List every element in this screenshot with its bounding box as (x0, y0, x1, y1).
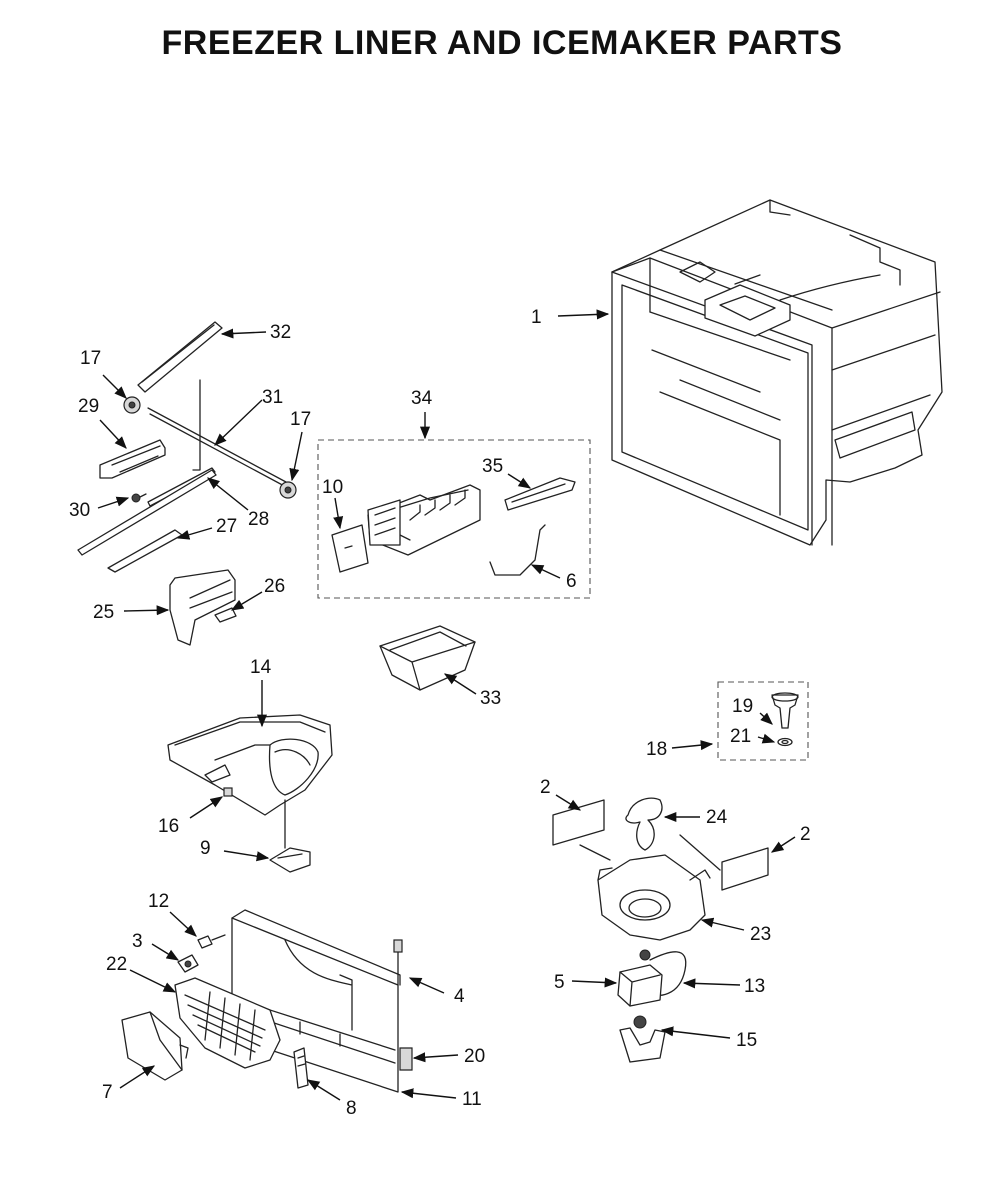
part-ice-chute-housing (167, 714, 333, 816)
leader-20 (412, 1052, 459, 1063)
callout-2b: 2 (800, 824, 811, 845)
leader-26 (230, 591, 263, 611)
leader-19 (759, 712, 773, 725)
callout-27: 27 (216, 516, 237, 537)
callout-11: 11 (462, 1089, 482, 1110)
part-freezer-liner (611, 199, 943, 546)
callout-28: 28 (248, 509, 269, 530)
leader-4 (408, 977, 445, 994)
leader-17b (289, 431, 303, 482)
callout-17b: 17 (290, 409, 311, 430)
callout-32: 32 (270, 322, 291, 343)
leader-2b (770, 836, 796, 853)
callout-21: 21 (730, 726, 751, 747)
part-ice-bin (379, 625, 476, 691)
callout-30: 30 (69, 500, 90, 521)
callout-14: 14 (250, 657, 272, 678)
leader-10 (333, 497, 344, 530)
callout-15: 15 (736, 1030, 757, 1051)
leader-21 (757, 733, 776, 744)
part-lower-cover (121, 909, 413, 1093)
callout-35: 35 (482, 456, 503, 477)
leader-16 (189, 796, 224, 819)
callout-12: 12 (148, 891, 169, 912)
leader-18 (671, 740, 714, 751)
callout-18: 18 (646, 739, 667, 760)
callout-23: 23 (750, 924, 771, 945)
callout-22: 22 (106, 954, 127, 975)
callout-4: 4 (454, 986, 465, 1007)
callout-13: 13 (744, 976, 765, 997)
leader-25 (123, 605, 170, 616)
leader-13 (682, 978, 741, 989)
leader-30 (97, 496, 130, 509)
leader-lines (97, 309, 796, 1101)
callout-9: 9 (200, 838, 211, 859)
leader-22 (129, 969, 177, 993)
leader-32 (220, 328, 267, 339)
callout-3: 3 (132, 931, 143, 952)
callout-1: 1 (531, 307, 542, 328)
callout-20: 20 (464, 1046, 485, 1067)
leader-11 (400, 1088, 457, 1099)
leader-31 (214, 399, 263, 446)
part-fan-assembly (552, 681, 809, 1063)
leader-27 (176, 527, 213, 540)
page-title: FREEZER LINER AND ICEMAKER PARTS (161, 24, 843, 62)
leader-15 (660, 1026, 731, 1039)
callout-labels: 1 2 2 3 4 5 6 7 8 9 10 11 12 13 14 15 16… (69, 307, 811, 1119)
callout-6: 6 (566, 571, 577, 592)
callout-7: 7 (102, 1082, 113, 1103)
leader-23 (700, 917, 745, 931)
leader-28 (207, 477, 249, 511)
callout-25: 25 (93, 602, 114, 623)
callout-29: 29 (78, 396, 99, 417)
callout-26: 26 (264, 576, 285, 597)
part-nine (269, 799, 311, 873)
callout-16: 16 (158, 816, 179, 837)
callout-17a: 17 (80, 348, 101, 369)
callout-31: 31 (262, 387, 283, 408)
leader-1 (557, 309, 610, 320)
leader-12 (169, 911, 197, 937)
callout-5: 5 (554, 972, 565, 993)
callout-24: 24 (706, 807, 728, 828)
leader-6 (530, 564, 561, 579)
leader-5 (571, 977, 618, 988)
leader-3 (151, 943, 180, 961)
leader-33 (443, 673, 477, 695)
leader-8 (306, 1079, 341, 1101)
leader-29 (99, 419, 127, 449)
callout-34: 34 (411, 388, 433, 409)
leader-7 (119, 1065, 156, 1089)
leader-17a (102, 374, 127, 399)
callout-8: 8 (346, 1098, 357, 1119)
callout-33: 33 (480, 688, 501, 709)
part-icemaker-group (317, 439, 591, 599)
leader-2a (555, 794, 582, 811)
callout-2a: 2 (540, 777, 551, 798)
callout-10: 10 (322, 477, 343, 498)
callout-19: 19 (732, 696, 753, 717)
leader-9 (223, 850, 270, 862)
leader-35 (507, 473, 532, 489)
